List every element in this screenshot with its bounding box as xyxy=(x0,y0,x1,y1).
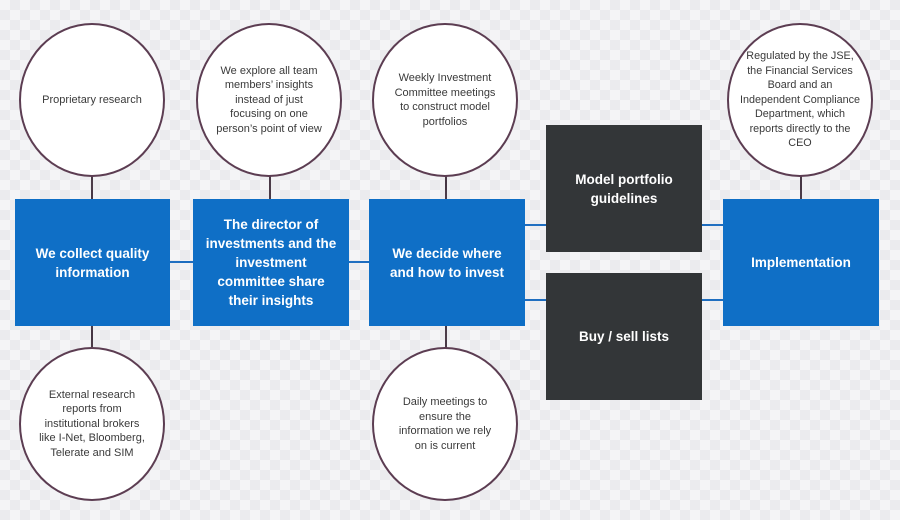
box-director-insights-label: The director of investments and the inve… xyxy=(205,217,337,308)
circle-proprietary-research-text: Proprietary research xyxy=(42,93,142,106)
circle-weekly-meetings: Weekly Investment Committee meetings to … xyxy=(372,23,518,177)
connector-weekly xyxy=(445,175,447,201)
connector-director-decide xyxy=(346,261,372,263)
circle-proprietary-research: Proprietary research xyxy=(19,23,165,177)
connector-daily xyxy=(445,324,447,350)
circle-explore-insights: We explore all team members’ insights in… xyxy=(196,23,342,177)
box-collect-information-label: We collect quality information xyxy=(35,245,150,280)
box-implementation-label: Implementation xyxy=(751,255,851,270)
connector-decide-buysell xyxy=(522,299,548,301)
connector-proprietary xyxy=(91,175,93,201)
connector-model-implementation xyxy=(700,224,726,226)
circle-daily-meetings: Daily meetings to ensure the information… xyxy=(372,347,518,501)
box-decide-invest: We decide where and how to invest xyxy=(369,199,525,326)
circle-external-research-text: External research reports from instituti… xyxy=(39,388,145,459)
box-buy-sell-lists: Buy / sell lists xyxy=(546,273,702,400)
box-decide-invest-label: We decide where and how to invest xyxy=(389,245,504,280)
circle-regulated: Regulated by the JSE, the Financial Serv… xyxy=(727,23,873,177)
box-model-portfolio-label: Model portfolio guidelines xyxy=(575,171,673,206)
connector-external xyxy=(91,324,93,350)
box-director-insights: The director of investments and the inve… xyxy=(193,199,349,326)
box-implementation: Implementation xyxy=(723,199,879,326)
connector-buysell-implementation xyxy=(700,299,726,301)
circle-regulated-text: Regulated by the JSE, the Financial Serv… xyxy=(739,50,861,150)
box-model-portfolio: Model portfolio guidelines xyxy=(546,125,702,252)
circle-weekly-meetings-text: Weekly Investment Committee meetings to … xyxy=(394,72,496,128)
box-buy-sell-lists-label: Buy / sell lists xyxy=(578,329,670,344)
connector-collect-director xyxy=(168,261,196,263)
circle-external-research: External research reports from instituti… xyxy=(19,347,165,501)
connector-regulated xyxy=(800,175,802,201)
circle-explore-insights-text: We explore all team members’ insights in… xyxy=(216,64,322,135)
box-collect-information: We collect quality information xyxy=(15,199,170,326)
connector-decide-model xyxy=(522,224,548,226)
connector-explore xyxy=(269,175,271,201)
circle-daily-meetings-text: Daily meetings to ensure the information… xyxy=(398,396,492,452)
